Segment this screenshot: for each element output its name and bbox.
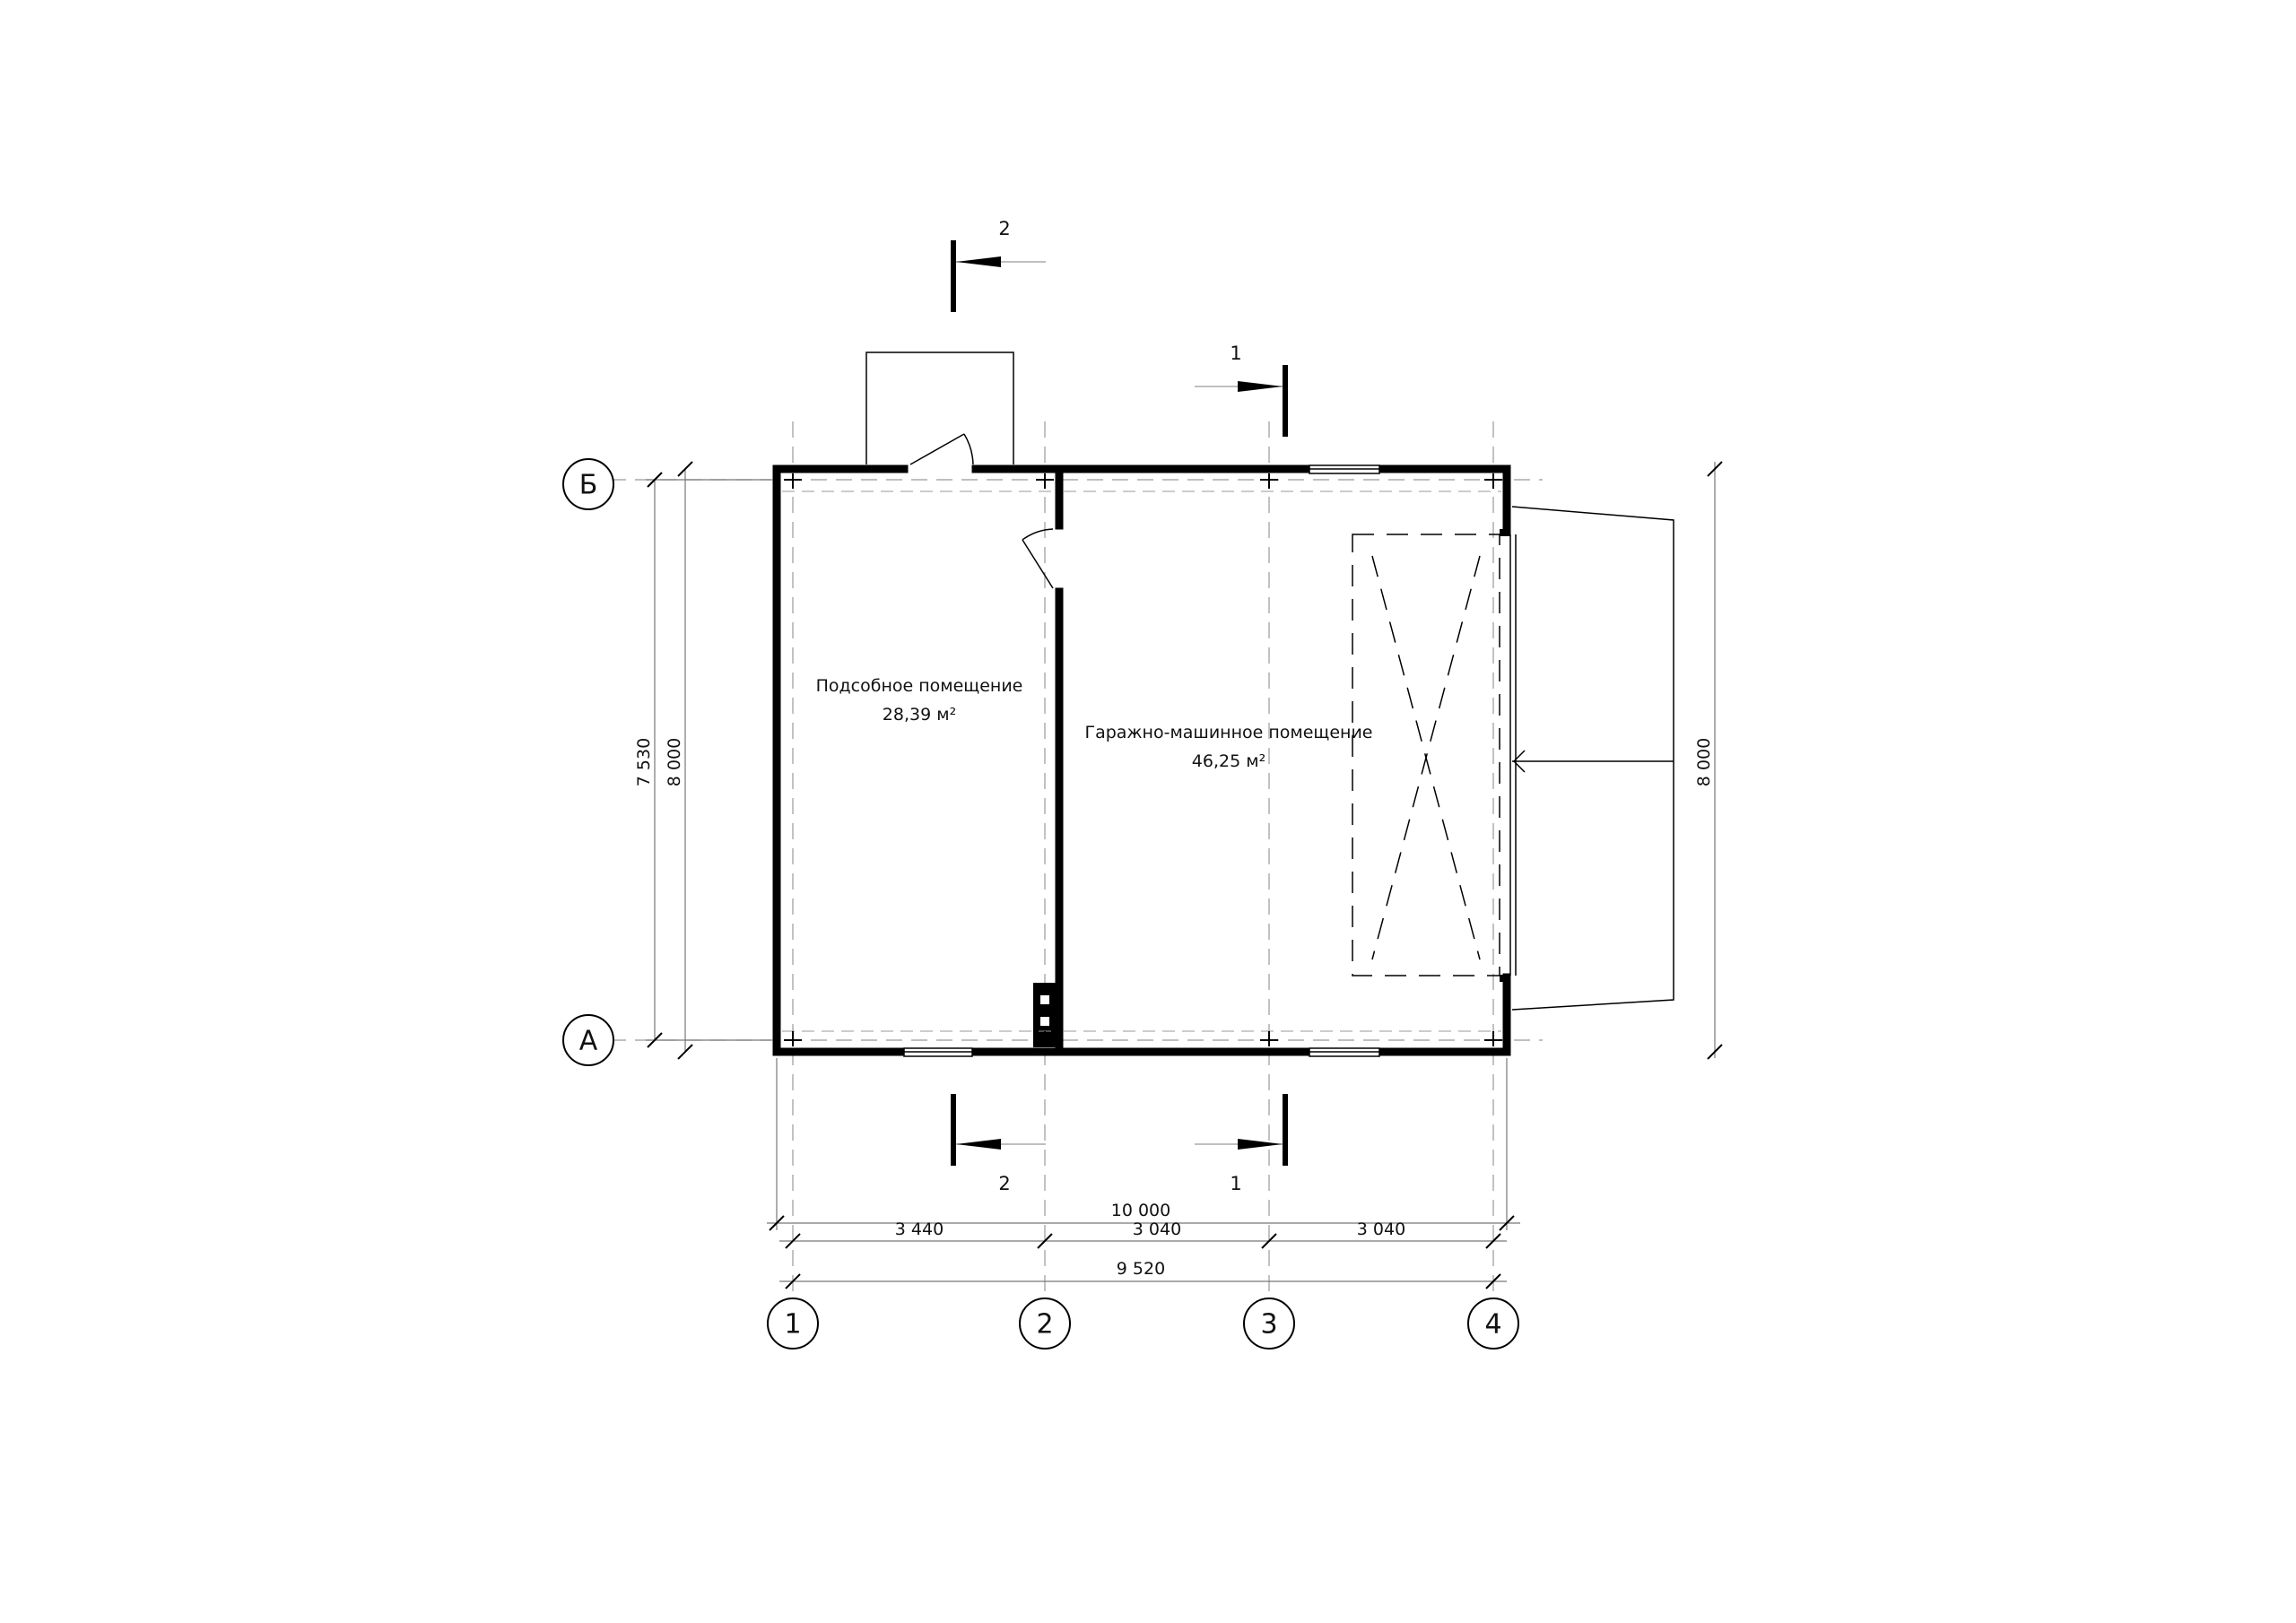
- section-marker-top-1: 1: [1195, 343, 1288, 437]
- interior-door: [1022, 528, 1054, 589]
- section-label-bottom-2: 2: [998, 1173, 1010, 1194]
- column-marks: [784, 473, 1502, 1046]
- svg-text:А: А: [579, 1026, 598, 1057]
- axis-bubble-2: 2: [1019, 1298, 1071, 1350]
- svg-text:2: 2: [1036, 1309, 1053, 1341]
- axis-bubble-b: Б: [562, 458, 614, 510]
- vent-block: [1033, 983, 1062, 1047]
- dimension-ticks-right: [1707, 461, 1723, 1060]
- windows: [903, 464, 1380, 1057]
- inner-contour: [782, 490, 1501, 1032]
- dimension-chain-bottom: [767, 1058, 1520, 1282]
- dim-bay-3: 3 040: [1357, 1219, 1405, 1239]
- dim-left-outer-height: 8 000: [665, 738, 684, 786]
- section-marker-bottom-2: 2: [951, 1094, 1046, 1194]
- section-marker-top-2: 2: [951, 218, 1046, 312]
- dim-axis-width: 9 520: [1117, 1259, 1165, 1279]
- window-bottom-garage: [1309, 1047, 1380, 1057]
- room-garage-area: 46,25 м²: [1192, 751, 1265, 771]
- dimension-ticks-bottom: [769, 1215, 1515, 1289]
- window-bottom-utility: [903, 1047, 973, 1057]
- exterior-walls: [772, 464, 1511, 1056]
- gate-jamb-bottom: [1500, 975, 1510, 982]
- dim-bay-2: 3 040: [1133, 1219, 1181, 1239]
- axis-bubble-4: 4: [1467, 1298, 1519, 1350]
- vehicle-outline: [1352, 534, 1500, 976]
- axis-bubble-a: А: [562, 1014, 614, 1066]
- svg-text:1: 1: [784, 1309, 801, 1341]
- entrance-porch: [865, 352, 1014, 464]
- room-utility-name: Подсобное помещение: [816, 676, 1023, 696]
- section-marker-bottom-1: 1: [1195, 1094, 1288, 1194]
- entrance-door: [909, 433, 974, 465]
- dim-right-height: 8 000: [1694, 738, 1714, 786]
- dim-overall-width: 10 000: [1111, 1201, 1170, 1220]
- axis-bubble-3: 3: [1243, 1298, 1295, 1350]
- gate-jamb-top: [1500, 529, 1510, 536]
- section-label-top-1: 1: [1230, 343, 1241, 364]
- svg-text:Б: Б: [579, 470, 598, 501]
- window-top-garage: [1309, 464, 1380, 474]
- section-label-top-2: 2: [998, 218, 1010, 239]
- room-utility-area: 28,39 м²: [883, 705, 956, 725]
- axis-bubble-1: 1: [767, 1298, 819, 1350]
- dimension-ticks-left: [647, 461, 693, 1060]
- dimension-chain-left: [646, 469, 771, 1052]
- room-garage-name: Гаражно-машинное помещение: [1085, 723, 1373, 742]
- gate-frame: [1509, 506, 1674, 1011]
- svg-text:3: 3: [1260, 1309, 1277, 1341]
- dim-left-inner-height: 7 530: [634, 738, 654, 786]
- dim-bay-1: 3 440: [895, 1219, 944, 1239]
- svg-text:4: 4: [1484, 1309, 1501, 1341]
- axis-gridlines: [610, 421, 1543, 1291]
- section-label-bottom-1: 1: [1230, 1173, 1241, 1194]
